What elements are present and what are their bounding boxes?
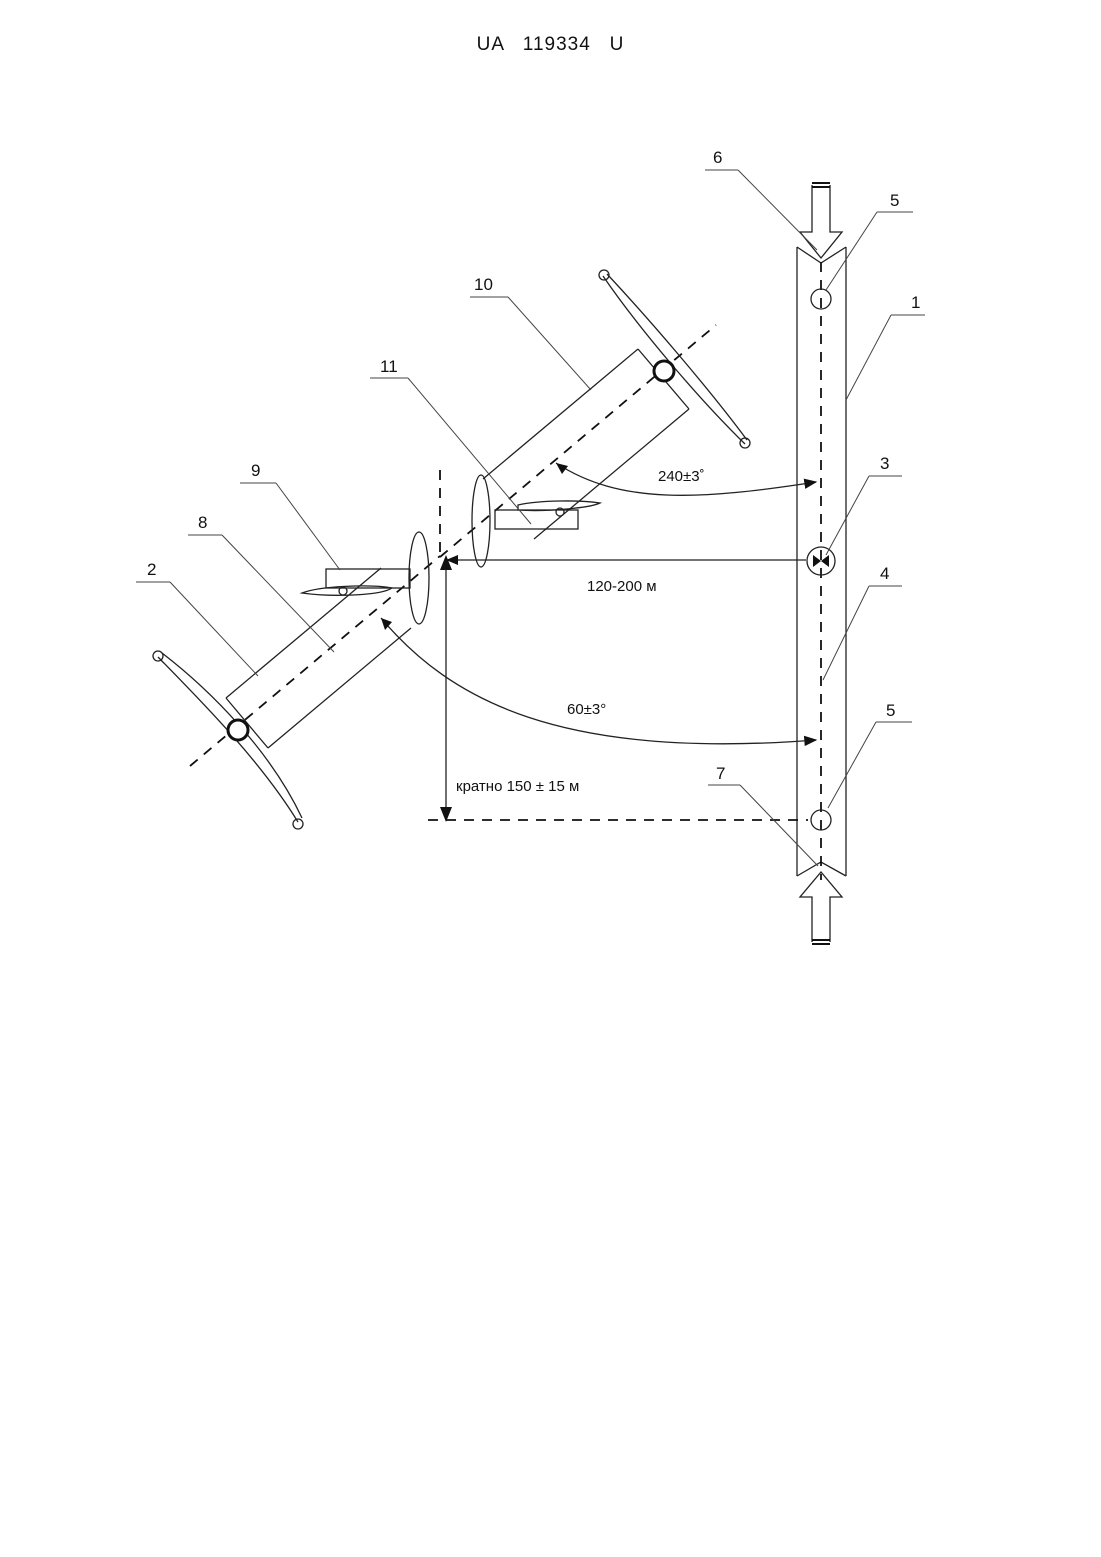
label-11: 11 xyxy=(380,357,398,376)
hydrant-lower xyxy=(153,651,303,829)
label-9: 9 xyxy=(251,461,260,480)
label-5-lower: 5 xyxy=(886,701,895,720)
spacing-150-label: кратно 150 ± 15 м xyxy=(456,778,579,795)
branch-pipe-upper xyxy=(440,325,716,567)
label-1: 1 xyxy=(911,293,920,312)
dimension-lines xyxy=(381,463,816,822)
angle-60-label: 60±3° xyxy=(567,701,606,718)
label-2: 2 xyxy=(147,560,156,579)
valve-lower xyxy=(302,569,410,595)
inflow-arrow-bottom xyxy=(800,872,842,944)
gate-lower xyxy=(409,532,429,624)
label-6: 6 xyxy=(713,148,722,167)
gate-upper xyxy=(472,475,490,567)
label-3: 3 xyxy=(880,454,889,473)
valve-upper xyxy=(495,501,600,529)
inflow-arrow-top xyxy=(800,183,842,258)
label-5-upper: 5 xyxy=(890,191,899,210)
main-pipeline xyxy=(797,247,846,880)
label-10: 10 xyxy=(474,275,493,294)
label-4: 4 xyxy=(880,564,889,583)
angle-240-label: 240±3˚ xyxy=(658,468,705,485)
label-8: 8 xyxy=(198,513,207,532)
label-7: 7 xyxy=(716,764,725,783)
distance-120-200-label: 120-200 м xyxy=(587,578,657,595)
